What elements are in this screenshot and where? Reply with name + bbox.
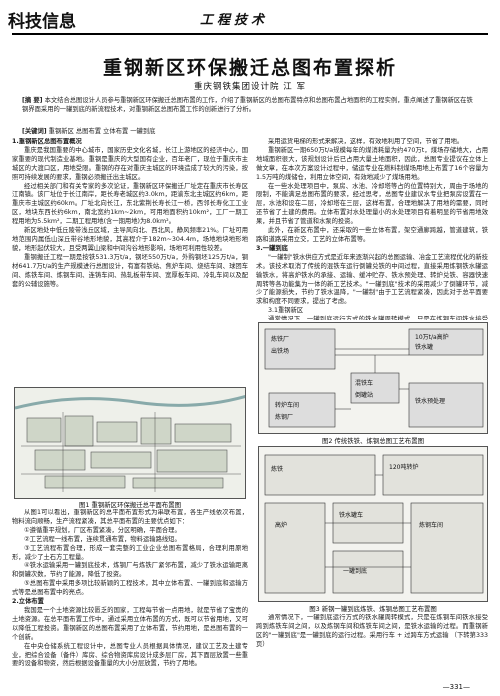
figure-3: 120吨转炉 铁水罐车 高炉 炼钢车间 炼铁 一罐到底: [258, 446, 488, 602]
fig3-label: 一罐到底: [343, 567, 367, 575]
fig2-label: 炼钢厂: [275, 413, 293, 421]
figure-2-caption: 图2 传统铁铁、炼钢总图工艺布置图: [322, 437, 424, 445]
section-heading: 2.立体布置: [12, 598, 44, 606]
fig2-label: 铁水罐: [415, 343, 433, 351]
paragraph: 我国是一个土地资源比较匮乏的国家，工程每节省一点用地，就是节省了宝贵的土地资源。…: [12, 606, 248, 641]
fig2-label: 铁水预处理: [415, 397, 445, 405]
paragraph: 在中央仓储系统工程设计中，总图专业人员根据具体情况，建议工艺及土建专业，把综合设…: [12, 642, 248, 668]
abstract-text: 本文结合总图设计人员参与重钢新区环保搬迁总图布置的工作，介绍了重钢新区的总图布置…: [22, 97, 473, 113]
paragraph: ①遵循重平规划，厂区布置紧凑，分区明确，平面合理。: [24, 526, 181, 534]
figure-3-caption: 图3 新钢一罐到底炼铁、炼钢总图工艺布置图: [309, 605, 437, 613]
right-column-top: 采用运货电梯的形式来解决，这样，有效地利用了空间，节省了用地。重钢新区一期650…: [256, 138, 488, 320]
left-column-bottom: 从图1可以看出，重钢新区的总平面布置形式为串联布置，各生产线依次布置，物料流向顺…: [12, 509, 248, 679]
paragraph: "一罐制"铁水供应方式是近年来逐渐兴起的总图运输、冶金工艺流程优化的新技术。该技…: [256, 253, 488, 306]
paragraph: 在一些水处理项目中，泵房、水池、冷却塔等占的位置特别大，周由于场地的限制，不能满…: [256, 182, 488, 226]
paragraph: 从图1可以看出，重钢新区的总平面布置形式为串联布置，各生产线依次布置，物料流向顺…: [12, 509, 248, 525]
paragraph: 通常情况下，一罐到底运行方式的铁水罐周转模式，只是在炼钢车间铁水接受跨到炼铁车间…: [268, 316, 488, 320]
left-column-top: 1.重钢新区总图布置概况重庆是我国重要的中心城市，国家历史文化名城，长江上游地区…: [12, 138, 248, 384]
paragraph: 重钢新区一期650万t/a规模每年的煤消耗量为约470万t，煤场存储地大，占用地…: [256, 146, 488, 181]
abstract: [摘 要] 本文结合总图设计人员参与重钢新区环保搬迁总图布置的工作，介绍了重钢新…: [22, 96, 478, 114]
fig3-label: 高炉: [275, 521, 287, 529]
fig2-label: 炼铁厂: [271, 335, 289, 343]
fig3-label: 炼铁: [271, 465, 283, 473]
paragraph: ③工艺流程布置合理，形成一套完整的工业企业总图布置格局，合理利用原地形，减少了土…: [12, 544, 248, 561]
paragraph: ⑤总图布置中采用多项比较新颖的工程技术，其中立体布置、一罐到底和运输方式等是总图…: [12, 580, 248, 597]
abstract-label: [摘 要]: [22, 97, 43, 104]
paragraph: 重庆是我国重要的中心城市，国家历史文化名城，长江上游地区的经济中心，国家重要的现…: [12, 146, 248, 181]
figure-1: [14, 387, 246, 499]
paragraph: 此外，在新区布置中，还采取的一些立体布置，架空通廊跨越，管道建筑，铁路和道路采用…: [256, 227, 488, 243]
fig3-label: 120吨转炉: [389, 463, 418, 471]
figure-1-caption: 图1 重钢新区环保搬迁总平面布置图: [79, 501, 181, 509]
fig2-label: 出铁场: [271, 347, 289, 355]
paragraph: 经过相关部门和有关专家的多次论证，重钢新区环保搬迁厂址定在重庆市长寿区江南镇。该…: [12, 182, 248, 226]
fig3-label: 炼钢车间: [419, 521, 443, 529]
one-ladle-layout-drawing: 120吨转炉 铁水罐车 高炉 炼钢车间 炼铁 一罐到底: [259, 447, 487, 601]
section-heading: 1.重钢新区总图布置概况: [12, 138, 82, 145]
keywords: [关键词] 重钢新区 总图布置 立体布置 一罐到底: [22, 126, 478, 135]
page-number: —331—: [442, 683, 470, 691]
fig2-label: 10万t/a高炉: [415, 333, 449, 341]
header-rule: [12, 33, 488, 35]
paragraph: 3.1重钢新区: [268, 307, 304, 315]
section-name: 工程技术: [200, 13, 269, 28]
fig2-label: 混铁车: [355, 379, 373, 387]
paragraph: ②工艺流程一线布置，连续贯通布置，物料运输路线短。: [24, 535, 181, 543]
site-plan-drawing: [15, 388, 245, 498]
journal-name: 科技信息: [8, 12, 76, 32]
figure-2: 炼铁厂 出铁场 10万t/a高炉 铁水罐 混铁车 倒罐站 转炉车间 炼钢厂 铁水…: [258, 322, 488, 434]
paragraph: 采用运货电梯的形式来解决，这样，有效地利用了空间，节省了用地。: [268, 138, 464, 145]
authors: 重庆钢铁集团设计院 江 军: [194, 82, 306, 92]
right-column-bottom: 通常情况下，一罐到底运行方式的铁水罐周转模式，只是在炼钢车间铁水接受跨到炼铁车间…: [256, 614, 488, 676]
keywords-label: [关键词]: [22, 128, 47, 135]
paragraph: 通常情况下，一罐到底运行方式的铁水罐周转模式，只是在炼钢车间铁水接受跨到炼铁车间…: [256, 614, 488, 648]
paragraph: 重钢搬迁工程一期是按铁531.3万t/a，钢坯550万t/a，外购钢坯125万t…: [12, 253, 248, 288]
paragraph: ④铁水运输采用一罐到底技术，炼钢厂与炼铁厂紧邻布置，减少了铁水运输距离和倒罐次数…: [12, 562, 248, 579]
paragraph: 新区地处中低丘陵带浅丘区域，主导风向北、西北风，静风频率21%。厂址可用地范围内…: [12, 227, 248, 252]
keywords-text: 重钢新区 总图布置 立体布置 一罐到底: [48, 128, 156, 135]
paper-title: 重钢新区环保搬迁总图布置探析: [102, 57, 397, 79]
section-heading: 3.一罐到底: [256, 244, 288, 252]
fig2-label: 倒罐站: [355, 391, 373, 399]
fig3-label: 铁水罐车: [339, 511, 363, 519]
traditional-layout-drawing: 炼铁厂 出铁场 10万t/a高炉 铁水罐 混铁车 倒罐站 转炉车间 炼钢厂 铁水…: [259, 323, 487, 433]
fig2-label: 转炉车间: [275, 401, 299, 409]
